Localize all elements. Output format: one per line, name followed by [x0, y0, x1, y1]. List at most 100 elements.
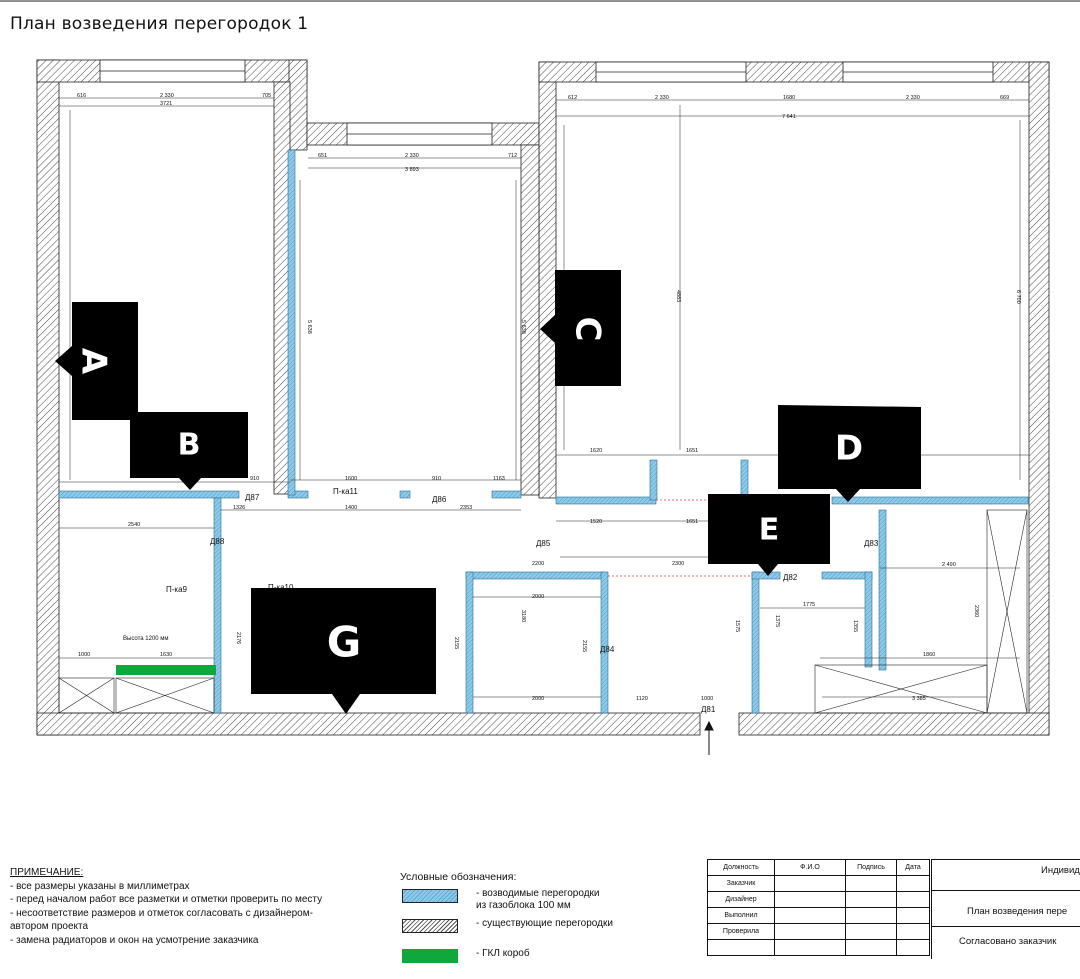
svg-text:2 330: 2 330: [655, 95, 669, 101]
notes-line: - перед началом работ все разметки и отм…: [10, 894, 323, 905]
svg-text:669: 669: [1000, 95, 1009, 101]
svg-text:2 330: 2 330: [160, 93, 174, 99]
swatch-gkl: [402, 949, 458, 963]
svg-text:5 638: 5 638: [520, 320, 526, 334]
svg-text:5 638: 5 638: [306, 320, 312, 334]
svg-text:2 330: 2 330: [906, 95, 920, 101]
svg-text:705: 705: [262, 93, 271, 99]
entrance-arrow: [704, 720, 714, 755]
label-d83: Д83: [864, 539, 879, 548]
page-title: План возведения перегородок 1: [10, 14, 309, 34]
svg-text:2000: 2000: [532, 594, 544, 600]
legend-heading: Условные обозначения:: [400, 871, 517, 883]
notes-line: автором проекта: [10, 921, 89, 932]
svg-text:1680: 1680: [783, 95, 795, 101]
title-block-right: Индивид План возведения пере Согласовано…: [931, 859, 1080, 959]
label-pka11: П-ка11: [333, 487, 358, 496]
label-pka10: П-ка10: [268, 583, 294, 592]
svg-text:1651: 1651: [686, 448, 698, 454]
svg-text:1651: 1651: [686, 519, 698, 525]
svg-text:1520: 1520: [590, 519, 602, 525]
label-d84: Д84: [600, 645, 615, 654]
svg-text:1575: 1575: [734, 620, 740, 632]
label-d87: Д87: [245, 493, 260, 502]
fixtures: [58, 509, 1028, 714]
svg-text:1355: 1355: [852, 620, 858, 632]
windows: [99, 59, 994, 146]
svg-text:910: 910: [250, 476, 259, 482]
legend-item-existing: - существующие перегородки: [400, 918, 700, 949]
svg-text:2155: 2155: [453, 637, 459, 649]
svg-text:1000: 1000: [78, 652, 90, 658]
notes-line: - замена радиаторов и окон на усмотрение…: [10, 934, 259, 946]
floor-plan: 616 2 330 705 3721 651 2 330 712 3 893 6…: [0, 0, 1080, 755]
label-height-note: Высота 1200 мм: [123, 636, 169, 642]
svg-text:3 385: 3 385: [912, 696, 926, 702]
room-labels: Д87 П-ка11 Д86 Д85 Д83 Д88 П-ка9 П-ка10 …: [123, 487, 879, 714]
svg-text:1120: 1120: [636, 696, 648, 702]
svg-text:7 641: 7 641: [782, 114, 796, 120]
svg-text:1630: 1630: [160, 652, 172, 658]
svg-text:1400: 1400: [345, 505, 357, 511]
gkl-box: [116, 665, 216, 675]
svg-text:712: 712: [508, 153, 517, 159]
swatch-existing-wall: [402, 919, 458, 933]
svg-text:2 490: 2 490: [942, 562, 956, 568]
marker-g[interactable]: G: [251, 588, 436, 714]
svg-text:1326: 1326: [233, 505, 245, 511]
svg-text:6 700: 6 700: [1015, 290, 1021, 304]
svg-text:A: A: [74, 348, 114, 375]
door-openings: [608, 499, 752, 577]
label-d88: Д88: [210, 537, 225, 546]
svg-text:2155: 2155: [581, 640, 587, 652]
svg-text:3 893: 3 893: [405, 167, 419, 173]
svg-text:651: 651: [318, 153, 327, 159]
notes-heading: ПРИМЕЧАНИЕ:: [10, 867, 84, 878]
svg-text:2360: 2360: [973, 605, 979, 617]
svg-text:B: B: [178, 428, 201, 463]
svg-text:3180: 3180: [520, 610, 526, 622]
svg-text:D: D: [835, 429, 863, 469]
marker-a[interactable]: A: [55, 302, 138, 420]
svg-text:3721: 3721: [160, 101, 172, 107]
svg-text:1860: 1860: [923, 652, 935, 658]
marker-b[interactable]: B: [130, 412, 248, 490]
label-d86: Д86: [432, 495, 447, 504]
svg-text:2540: 2540: [128, 522, 140, 528]
svg-text:2353: 2353: [460, 505, 472, 511]
exterior-walls: [36, 59, 1050, 736]
legend: Условные обозначения: - возводимые перег…: [400, 871, 700, 979]
label-d81: Д81: [701, 705, 716, 714]
svg-text:4883: 4883: [675, 290, 681, 302]
label-d82: Д82: [783, 573, 798, 582]
marker-c[interactable]: C: [540, 270, 621, 386]
svg-text:1000: 1000: [701, 696, 713, 702]
svg-text:2176: 2176: [235, 632, 241, 644]
svg-text:C: C: [568, 317, 608, 342]
svg-text:2300: 2300: [672, 561, 684, 567]
svg-text:2200: 2200: [532, 561, 544, 567]
swatch-new-wall: [402, 889, 458, 903]
svg-text:910: 910: [432, 476, 441, 482]
label-pka9: П-ка9: [166, 585, 188, 594]
svg-text:612: 612: [568, 95, 577, 101]
notes-line: - несоответствие размеров и отметок согл…: [10, 907, 313, 919]
svg-text:616: 616: [77, 93, 86, 99]
svg-text:1620: 1620: [590, 448, 602, 454]
notes-block: ПРИМЕЧАНИЕ: - все размеры указаны в милл…: [10, 866, 390, 947]
svg-text:1375: 1375: [774, 615, 780, 627]
title-block-table: Должность Ф.И.О Подпись Дата Заказчик Ди…: [707, 859, 930, 956]
svg-text:G: G: [327, 618, 361, 667]
marker-e[interactable]: E: [708, 494, 830, 576]
svg-text:1600: 1600: [345, 476, 357, 482]
svg-text:1163: 1163: [493, 476, 505, 482]
new-partitions: [58, 149, 1029, 714]
svg-text:2000: 2000: [532, 696, 544, 702]
svg-text:E: E: [759, 513, 780, 548]
label-d85: Д85: [536, 539, 551, 548]
svg-text:2 330: 2 330: [405, 153, 419, 159]
legend-item-gkl: - ГКЛ короб: [400, 948, 700, 979]
notes-line: - все размеры указаны в миллиметрах: [10, 880, 190, 892]
marker-d[interactable]: D: [778, 405, 921, 502]
